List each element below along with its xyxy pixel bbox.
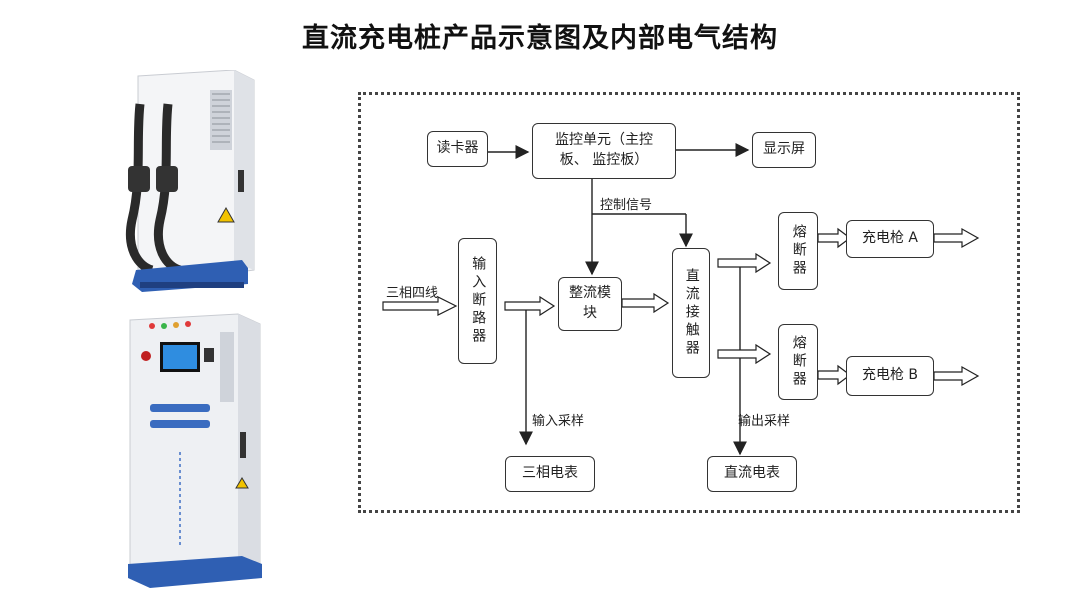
dual-gun-charger-image [125, 70, 255, 292]
dc-meter-box: 直流电表 [707, 456, 797, 492]
fuse-b-box: 熔断器 [778, 324, 818, 400]
input-sampling-label: 输入采样 [532, 414, 585, 429]
fuse-a-box: 熔断器 [778, 212, 818, 290]
output-sampling-label: 输出采样 [738, 414, 791, 429]
diagram-frame [358, 92, 1020, 513]
input-breaker-box: 输入断路器 [458, 238, 497, 364]
card-reader-box: 读卡器 [427, 131, 488, 167]
three-phase-four-wire-label: 三相四线 [386, 286, 439, 301]
page-title: 直流充电桩产品示意图及内部电气结构 [302, 23, 778, 54]
dc-contactor-box: 直流接触器 [672, 248, 710, 378]
three-phase-meter-box: 三相电表 [505, 456, 595, 492]
control-signal-label: 控制信号 [600, 198, 653, 213]
cabinet-charger-image [128, 313, 262, 588]
display-box: 显示屏 [752, 132, 816, 168]
gun-a-box: 充电枪 A [846, 220, 934, 258]
gun-b-box: 充电枪 B [846, 356, 934, 396]
monitor-unit-box: 监控单元（主控板、 监控板） [532, 123, 676, 179]
rectifier-box: 整流模块 [558, 277, 622, 331]
